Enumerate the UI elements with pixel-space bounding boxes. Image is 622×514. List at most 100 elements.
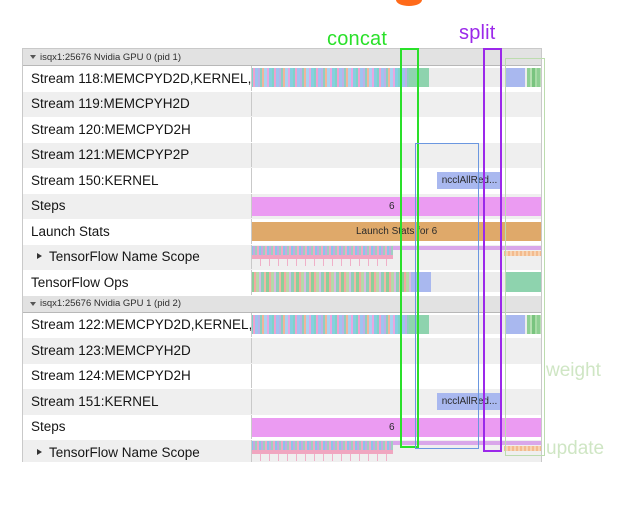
step-bar[interactable]: 6 [251,196,541,216]
timeline-row-label-text: TensorFlow Name Scope [49,444,200,460]
name-scope-bar[interactable] [251,245,393,255]
name-scope-sub-bar[interactable] [251,254,393,259]
timeline-row-label: Stream 150:KERNEL [23,172,251,188]
timeline-row-label-text: TensorFlow Ops [31,274,129,290]
name-scope-span-bar[interactable] [393,441,541,445]
timeline-row[interactable]: Stream 151:KERNEL ncclAllRed... [23,389,541,415]
timeline-row-label-text: Stream 121:MEMCPYP2P [31,147,190,163]
name-scope-ticks [251,258,393,266]
row-track[interactable]: Launch Stats for 6 [251,219,541,244]
timeline-row[interactable]: Stream 119:MEMCPYH2D [23,91,541,117]
name-scope-weight-bar[interactable] [504,446,541,451]
timeline-row-label[interactable]: TensorFlow Name Scope [23,444,251,460]
chevron-right-icon[interactable] [37,448,42,455]
timeline-row[interactable]: Stream 150:KERNEL ncclAllRed... [23,168,541,194]
timeline-row-label[interactable]: TensorFlow Name Scope [23,249,251,265]
name-scope-sub-bar[interactable] [251,450,393,454]
row-track[interactable]: ncclAllRed... [251,389,541,414]
split-activity-bar[interactable] [505,314,525,334]
annotation-weight-update-line2: update [546,438,605,459]
timeline-row-label-text: Stream 119:MEMCPYH2D [31,96,190,112]
timeline-row[interactable]: TensorFlow Ops [23,270,541,296]
ops-weight-update-bar[interactable] [506,272,541,292]
group-header-gpu-1[interactable]: isqx1:25676 Nvidia GPU 1 (pid 2) [23,295,541,313]
name-scope-bar[interactable] [251,441,393,450]
timeline-row-label: Stream 118:MEMCPYD2D,KERNEL,ME [23,70,251,86]
timeline-row-label: TensorFlow Ops [23,274,251,290]
timeline-row-label-text: TensorFlow Name Scope [49,249,200,265]
row-track[interactable] [251,117,541,142]
split-activity-bar[interactable] [505,68,525,87]
row-track[interactable] [251,313,541,338]
label-track-divider [251,117,252,142]
kernel-activity-bar[interactable] [251,68,409,87]
idle-band[interactable] [429,68,505,87]
launch-stats-bar[interactable]: Launch Stats for 6 [251,222,541,241]
chevron-down-icon[interactable] [30,55,36,59]
idle-band[interactable] [429,314,505,334]
timeline-row[interactable]: Stream 122:MEMCPYD2D,KERNEL,MI [23,312,541,339]
row-track[interactable] [251,364,541,389]
label-track-divider [251,389,252,414]
step-bar[interactable]: 6 [251,417,541,437]
launch-stats-bar-label: Launch Stats for 6 [356,226,438,237]
nccl-event-bar[interactable]: ncclAllRed... [437,172,502,189]
label-track-divider [251,312,252,337]
ops-concat-bar[interactable] [411,272,431,292]
weight-update-activity-bar[interactable] [527,68,541,87]
concat-activity-bar[interactable] [409,314,429,334]
row-track[interactable]: ncclAllRed... [251,168,541,193]
timeline-row-label: Steps [23,198,251,214]
timeline-row-label-text: Stream 151:KERNEL [31,393,159,409]
ops-idle-band[interactable] [431,272,506,292]
timeline-row[interactable]: TensorFlow Name Scope [23,440,541,462]
chevron-down-icon[interactable] [30,301,36,306]
kernel-activity-bar[interactable] [251,314,409,334]
timeline-row[interactable]: Stream 120:MEMCPYD2H [23,117,541,143]
group-header-label: isqx1:25676 Nvidia GPU 1 (pid 2) [40,298,181,309]
label-track-divider [251,414,252,439]
timeline-row-label: Stream 121:MEMCPYP2P [23,147,251,163]
timeline-row-label-text: Stream 118:MEMCPYD2D,KERNEL,ME [31,70,251,86]
row-track[interactable]: 6 [251,415,541,440]
row-track[interactable] [251,92,541,117]
idle-band[interactable] [525,68,527,87]
timeline-row-label: Stream 123:MEMCPYH2D [23,342,251,358]
row-track[interactable] [251,440,541,462]
name-scope-ticks [251,454,393,461]
chevron-right-icon[interactable] [37,253,42,260]
label-track-divider [251,91,252,116]
row-track[interactable] [251,245,541,270]
row-track[interactable] [251,270,541,295]
timeline-row[interactable]: Stream 123:MEMCPYH2D [23,338,541,364]
row-track[interactable] [251,66,541,91]
trace-viewer-screenshot: concat split nccl weight update isqx1:25… [22,0,605,462]
timeline-row-label: Stream 124:MEMCPYD2H [23,368,251,384]
timeline-row[interactable]: Stream 121:MEMCPYP2P [23,142,541,168]
nccl-event-bar[interactable]: ncclAllRed... [437,393,502,410]
idle-band[interactable] [525,314,527,334]
weight-update-activity-bar[interactable] [527,314,541,334]
name-scope-weight-bar[interactable] [504,250,541,256]
timeline-row[interactable]: TensorFlow Name Scope [23,244,541,270]
timeline-row-label: Launch Stats [23,223,251,239]
timeline-row-label-text: Stream 124:MEMCPYD2H [31,368,191,384]
row-track[interactable] [251,338,541,363]
label-track-divider [251,193,252,218]
group-header-gpu-0[interactable]: isqx1:25676 Nvidia GPU 0 (pid 1) [23,49,541,66]
label-track-divider [251,363,252,388]
row-track[interactable]: 6 [251,194,541,219]
timeline-row[interactable]: Launch Stats Launch Stats for 6 [23,219,541,245]
timeline-row[interactable]: Stream 124:MEMCPYD2H [23,363,541,390]
step-bar-label: 6 [389,421,395,433]
name-scope-span-bar[interactable] [393,245,541,250]
timeline-panel[interactable]: isqx1:25676 Nvidia GPU 0 (pid 1) Stream 1… [22,48,542,462]
concat-activity-bar[interactable] [409,68,429,87]
ops-activity-bar[interactable] [251,272,411,292]
label-track-divider [251,66,252,91]
timeline-row[interactable]: Stream 118:MEMCPYD2D,KERNEL,ME [23,66,541,92]
nccl-event-label: ncclAllRed... [441,396,498,407]
row-track[interactable] [251,143,541,168]
